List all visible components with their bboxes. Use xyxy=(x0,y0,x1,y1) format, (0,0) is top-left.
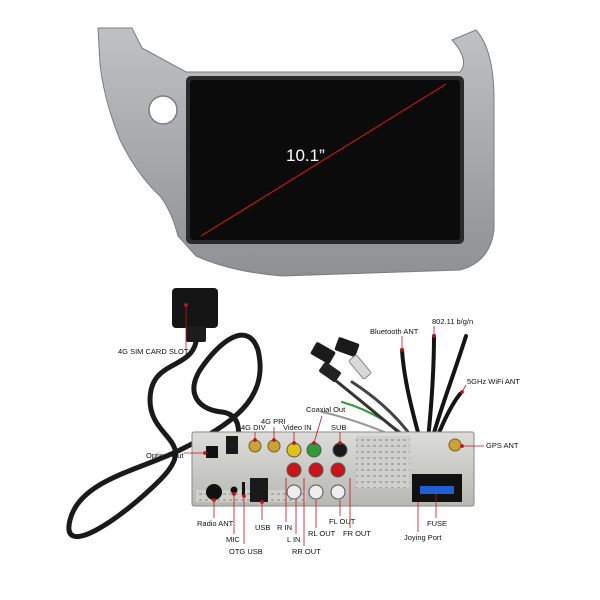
harness-port xyxy=(412,474,462,502)
fr-out-label: FR OUT xyxy=(343,529,371,538)
mic-port xyxy=(230,486,238,494)
rr-out-label: RR OUT xyxy=(292,547,321,556)
left-port-group xyxy=(206,478,268,502)
wifi-ant-label: 5GHz WiFi ANT xyxy=(467,377,520,386)
radio-ant-label: Radio ANT xyxy=(197,519,234,528)
callout-lines xyxy=(184,303,484,546)
coaxial-out-label: Coaxial Out xyxy=(306,405,346,414)
joying-port-label: Joying Port xyxy=(404,533,442,542)
harness-connectors xyxy=(310,337,372,382)
sub-port xyxy=(332,442,348,458)
fuse-label: FUSE xyxy=(427,519,448,528)
bluetooth-ant-label: Bluetooth ANT xyxy=(370,327,419,336)
sim-cable xyxy=(66,332,263,540)
screen-diagonal xyxy=(200,83,447,237)
4g-div-label: 4G DIV xyxy=(241,423,266,432)
gps-ant-port xyxy=(448,438,462,452)
usb-label: USB xyxy=(255,523,271,532)
rl-out-label: RL OUT xyxy=(308,529,336,538)
optical-out-label: Optical Out xyxy=(146,451,184,460)
radio-ant-port xyxy=(206,484,222,500)
video-in-port xyxy=(286,442,302,458)
gps-ant-label: GPS ANT xyxy=(486,441,519,450)
vent-hole xyxy=(148,95,178,125)
wifi-band-label: 802.11 b/g/n xyxy=(432,317,474,326)
otg-usb-label: OTG USB xyxy=(229,547,263,556)
coaxial-out-port xyxy=(306,442,322,458)
top-port-row xyxy=(206,436,462,458)
screen-size-label: 10.1” xyxy=(286,146,325,165)
4g-pri-label: 4G PRI xyxy=(261,417,286,426)
display-screen xyxy=(186,76,464,244)
sim-slot-label: 4G SIM CARD SLOT xyxy=(118,347,189,356)
usb-ports xyxy=(250,478,268,502)
optical-out-port xyxy=(206,446,218,458)
fl-out-label: FL OUT xyxy=(329,517,356,526)
rca-rows xyxy=(286,462,346,500)
otg-usb-port xyxy=(242,482,245,496)
fuse-block xyxy=(420,486,454,494)
sim-slot-port xyxy=(226,436,238,454)
mic-label: MIC xyxy=(226,535,240,544)
sub-label: SUB xyxy=(331,423,347,432)
r-in-label: R IN xyxy=(277,523,292,532)
video-in-label: Video IN xyxy=(283,423,312,432)
l-in-label: L IN xyxy=(287,535,301,544)
sim-card-module xyxy=(172,288,218,342)
